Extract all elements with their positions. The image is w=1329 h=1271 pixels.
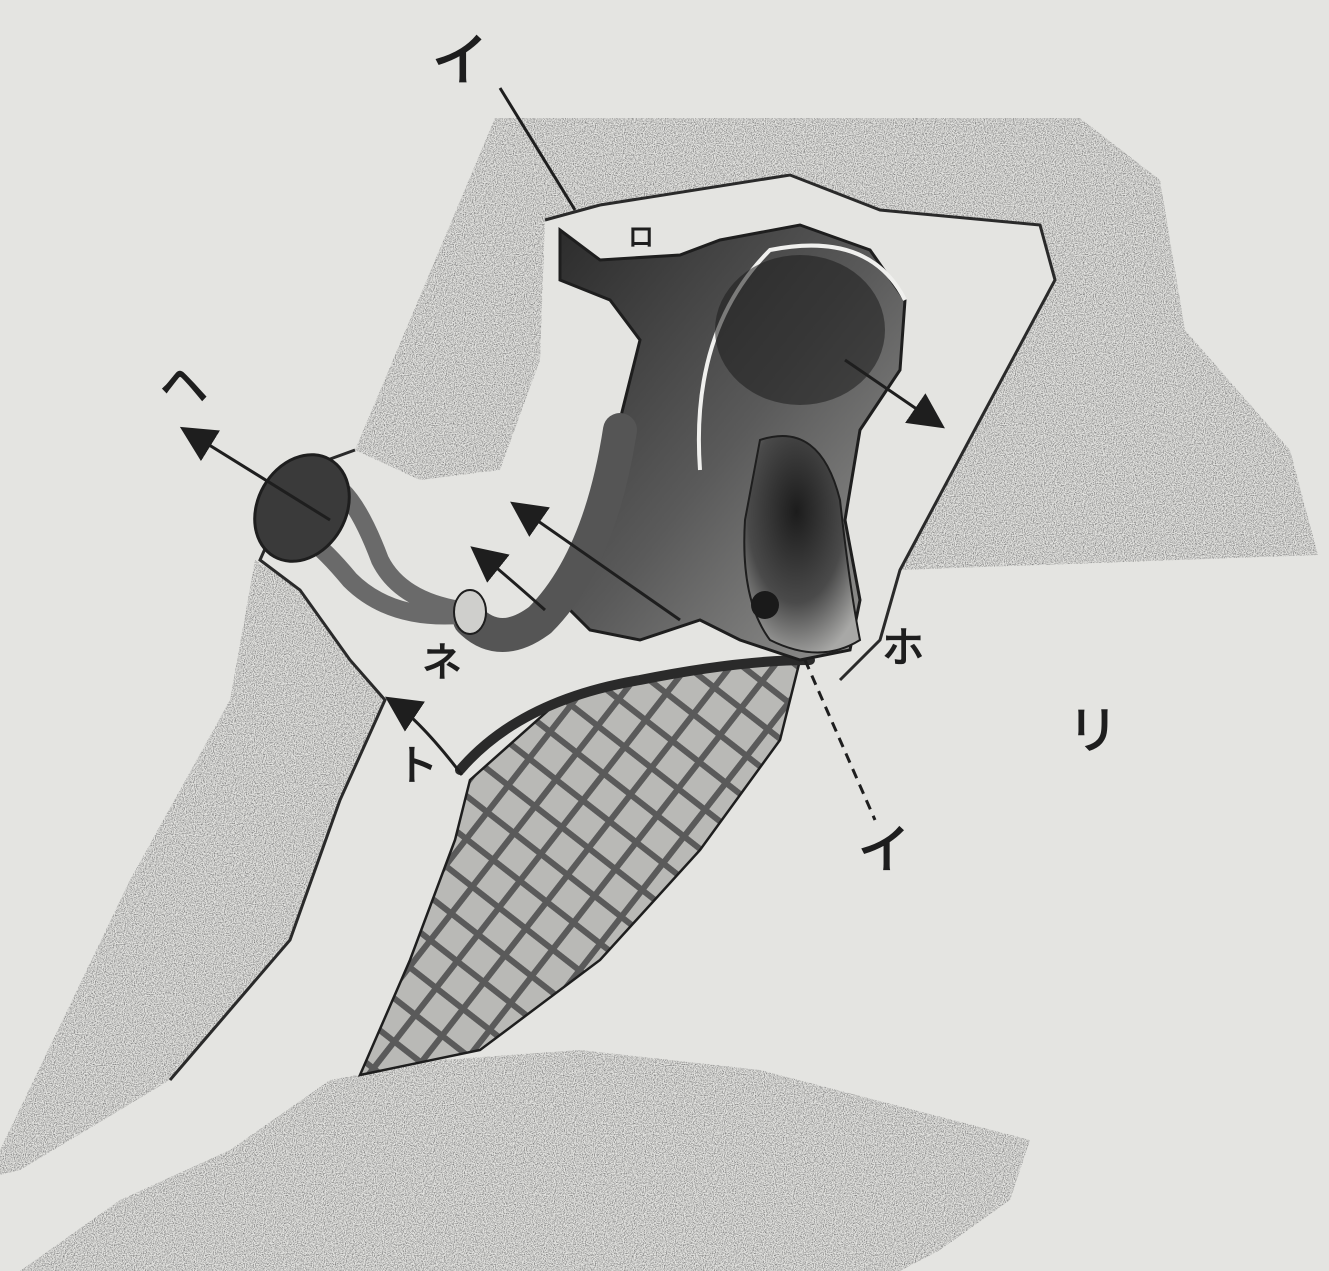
label-ho: ホ: [882, 623, 924, 672]
small-knob: [454, 590, 486, 634]
label-i-bottom: イ: [858, 821, 910, 881]
oval-ring: [236, 438, 368, 579]
label-ri: リ: [1068, 702, 1118, 760]
label-ne: ネ: [422, 640, 462, 686]
organ-dark-lobe: [715, 255, 885, 405]
bone-bottom: [20, 1050, 1030, 1271]
label-he: ヘ: [160, 358, 208, 414]
label-i-top: イ: [432, 29, 488, 94]
label-to: ト: [396, 741, 438, 790]
small-opening: [751, 591, 779, 619]
reticulated-cone: [360, 660, 800, 1075]
label-ro: ロ: [628, 223, 654, 253]
